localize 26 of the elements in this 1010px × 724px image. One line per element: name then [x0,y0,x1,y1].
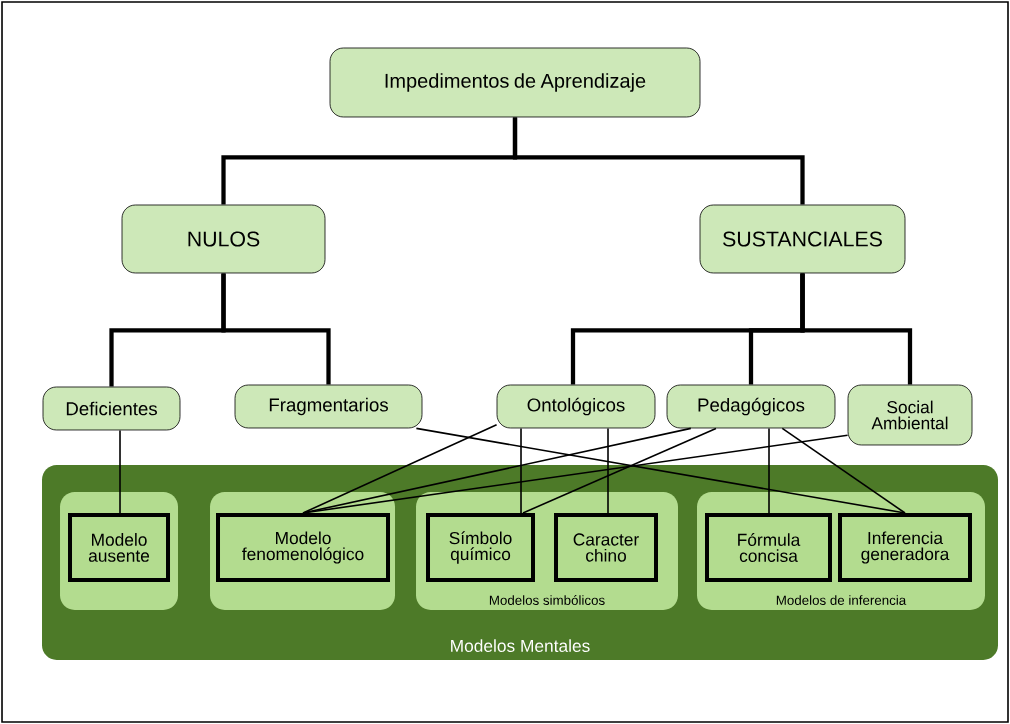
rounded-box: Ontológicos [496,384,656,429]
connector-line [415,427,906,514]
connector-line [221,273,331,385]
rounded-box: Social Ambiental [847,384,973,446]
connector-line [520,427,522,514]
rounded-box: SUSTANCIALES [699,204,906,274]
model-box: Fórmula concisa [705,513,832,582]
connector-line [302,434,849,514]
rounded-box: Fragmentarios [234,384,423,429]
rounded-box: Deficientes [42,386,181,431]
rounded-box: Pedagógicos [666,384,836,429]
rounded-box: NULOS [121,204,326,274]
connector-line [800,273,913,385]
model-box: Inferencia generadora [838,513,972,582]
model-box: Modelo ausente [68,513,170,582]
model-box: Caracter chino [554,513,658,582]
connector-line [607,427,609,514]
connector-line [302,424,498,514]
connector-line [119,429,121,514]
connector-line [768,427,770,514]
connector-line [512,117,805,205]
model-box: Símbolo químico [426,513,535,582]
connector-line [522,427,717,514]
connector-line [781,427,906,514]
rounded-box: Impedimentos de Aprendizaje [329,47,701,118]
model-box: Modelo fenomenológico [216,513,390,582]
